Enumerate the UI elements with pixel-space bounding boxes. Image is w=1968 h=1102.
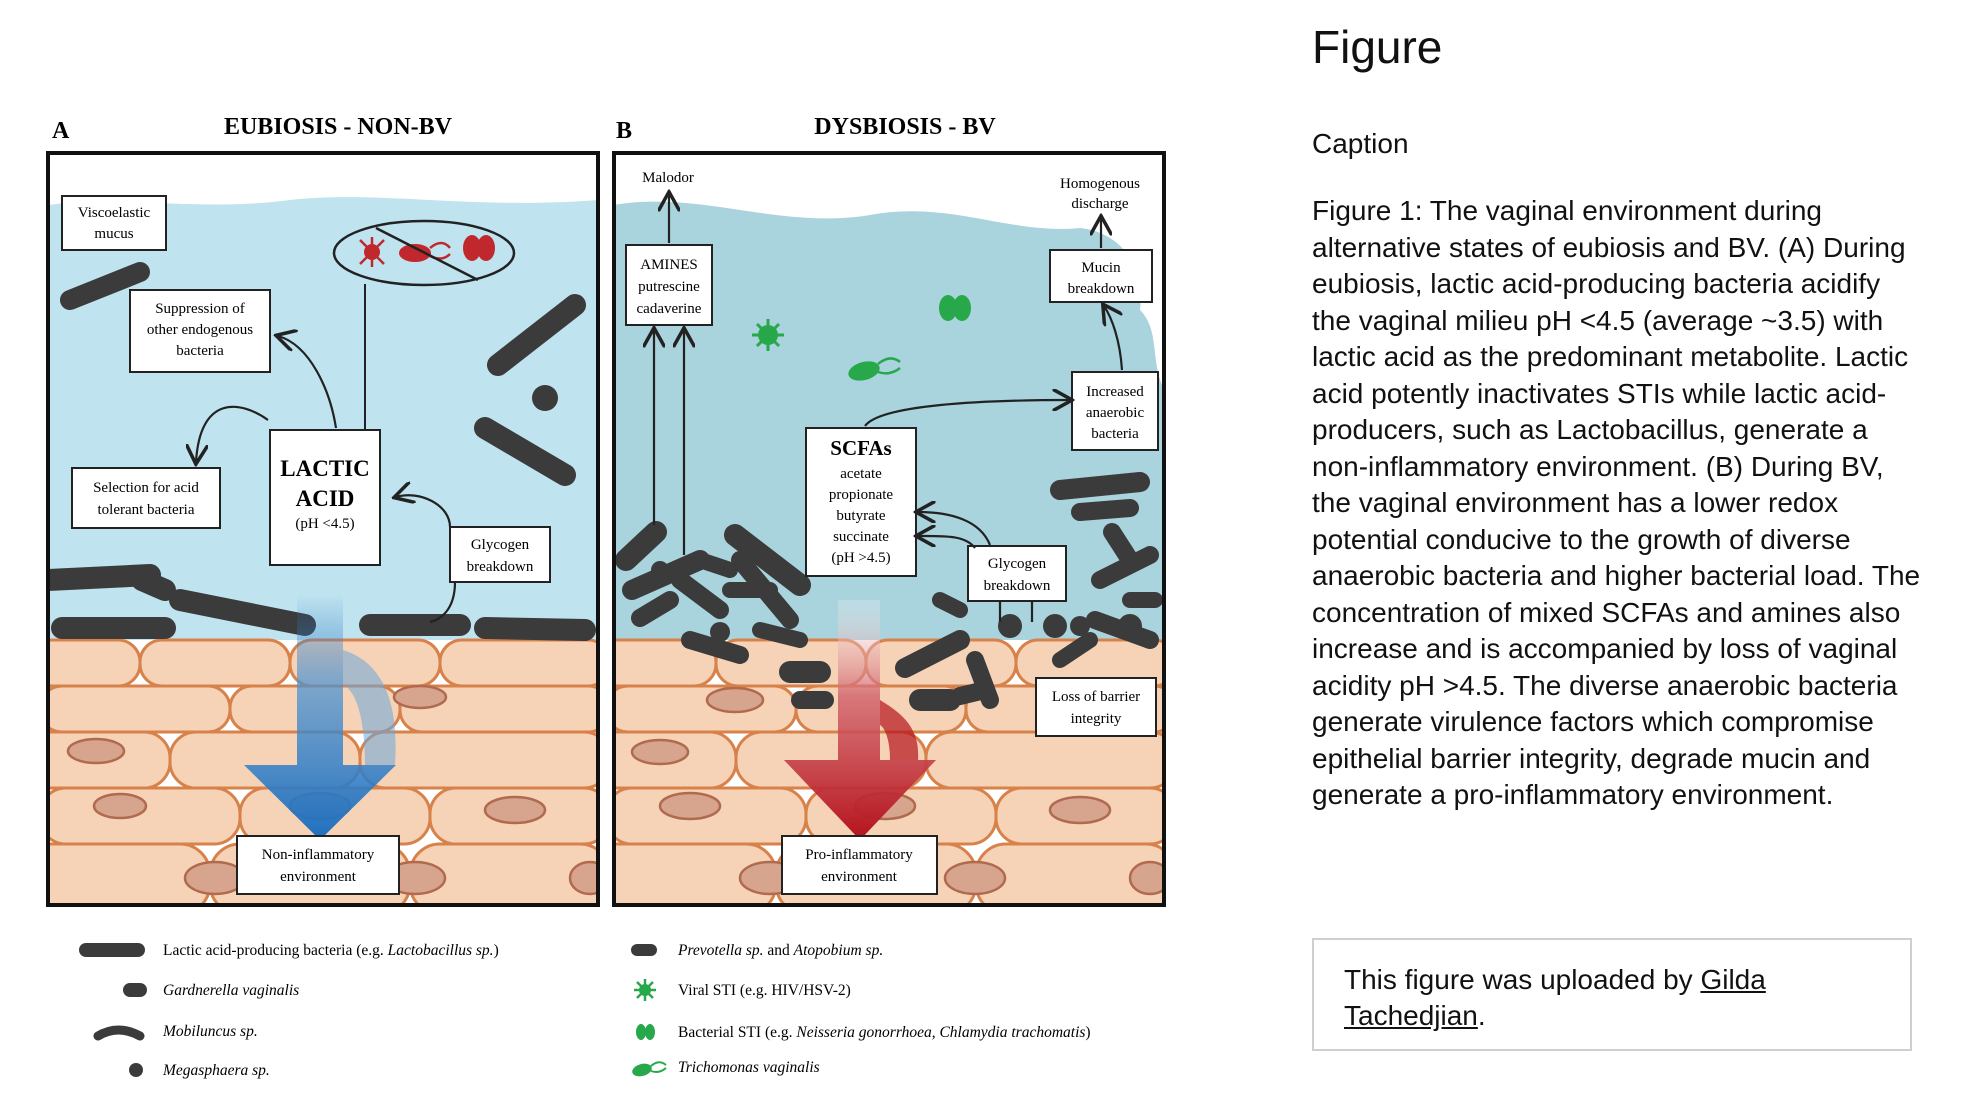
svg-text:AMINES: AMINES: [640, 257, 698, 273]
upload-prefix: This figure was uploaded by: [1344, 964, 1701, 995]
svg-text:LACTIC: LACTIC: [280, 456, 369, 481]
barrier-box: Loss of barrier integrity: [1035, 677, 1157, 737]
mucus-region-b: [614, 201, 1164, 640]
svg-text:Glycogen: Glycogen: [988, 556, 1047, 572]
svg-text:Pro-inflammatory: Pro-inflammatory: [805, 847, 913, 863]
anaerobic-box: Increased anaerobic bacteria: [1071, 371, 1159, 451]
svg-text:Lactic acid-producing bacteria: Lactic acid-producing bacteria (e.g. Lac…: [163, 942, 499, 959]
pro-inflammatory-arrow: [784, 600, 936, 840]
panel-a-title: EUBIOSIS - NON-BV: [224, 114, 453, 140]
viral-sti-icon: [359, 237, 385, 267]
svg-text:environment: environment: [821, 869, 898, 885]
svg-text:(pH <4.5): (pH <4.5): [295, 516, 354, 532]
caption-heading: Caption: [1312, 128, 1409, 159]
svg-text:Prevotella sp. and Atopobium s: Prevotella sp. and Atopobium sp.: [677, 942, 883, 959]
svg-text:Gardnerella vaginalis: Gardnerella vaginalis: [163, 982, 299, 999]
svg-text:Glycogen: Glycogen: [471, 537, 530, 553]
svg-text:Mobiluncus sp.: Mobiluncus sp.: [162, 1023, 258, 1040]
svg-text:bacteria: bacteria: [1091, 426, 1139, 442]
svg-text:Non-inflammatory: Non-inflammatory: [262, 847, 375, 863]
bacterial-sti-icon-b: [939, 295, 971, 321]
panel-a-arrows: [196, 336, 457, 624]
panel-b-frame: [612, 151, 1166, 907]
discharge-label: discharge: [1071, 196, 1129, 212]
scfas-box: SCFAs acetate propionate butyrate succin…: [805, 427, 917, 577]
selection-box: Selection for acid tolerant bacteria: [71, 467, 221, 529]
non-inflammatory-arrow: [244, 595, 396, 840]
svg-text:Selection for acid: Selection for acid: [93, 480, 199, 496]
glycogen-box-b: Glycogen breakdown: [967, 545, 1067, 602]
svg-text:environment: environment: [280, 869, 357, 885]
panel-b: B DYSBIOSIS - BV: [612, 114, 1166, 907]
figure-diagram: A EUBIOSIS - NON-BV: [46, 114, 1166, 1079]
bacterial-sti-icon: [463, 235, 495, 261]
lactobacilli-a: [48, 262, 596, 641]
amines-box: AMINES putrescine cadaverine: [625, 244, 713, 326]
svg-text:Loss of barrier: Loss of barrier: [1052, 689, 1140, 705]
svg-text:SCFAs: SCFAs: [830, 436, 891, 460]
legend-item-mobiluncus: Mobiluncus sp.: [93, 1023, 258, 1041]
legend-item-prevotella: Prevotella sp. and Atopobium sp.: [631, 942, 883, 959]
panel-b-title: DYSBIOSIS - BV: [814, 114, 996, 140]
svg-text:cadaverine: cadaverine: [637, 301, 702, 317]
inactivated-sti-group: [332, 219, 516, 430]
legend-item-trichomonas: Trichomonas vaginalis: [632, 1059, 820, 1077]
homogenous-label: Homogenous: [1060, 176, 1140, 192]
mucin-box: Mucin breakdown: [1049, 249, 1153, 303]
svg-text:Suppression of: Suppression of: [155, 301, 245, 317]
svg-text:butyrate: butyrate: [836, 508, 885, 524]
suppression-box: Suppression of other endogenous bacteria: [129, 289, 271, 373]
svg-text:anaerobic: anaerobic: [1086, 405, 1145, 421]
legend-item-gardnerella: Gardnerella vaginalis: [123, 982, 299, 999]
non-inflammatory-box: Non-inflammatory environment: [236, 835, 400, 895]
svg-text:integrity: integrity: [1071, 711, 1122, 727]
viral-sti-icon-b: [752, 319, 784, 351]
upload-suffix: .: [1477, 1000, 1486, 1031]
upload-attribution-box: This figure was uploaded by Gilda Tached…: [1312, 938, 1912, 1051]
svg-text:propionate: propionate: [829, 487, 893, 503]
svg-text:Trichomonas vaginalis: Trichomonas vaginalis: [678, 1059, 820, 1076]
sti-pathogens-b: [752, 295, 971, 381]
svg-text:Megasphaera sp.: Megasphaera sp.: [162, 1062, 270, 1079]
panel-b-letter: B: [616, 118, 632, 144]
svg-text:acetate: acetate: [840, 466, 882, 482]
glycogen-box-a: Glycogen breakdown: [449, 526, 551, 583]
panel-a: A EUBIOSIS - NON-BV: [46, 114, 600, 907]
panel-a-letter: A: [52, 118, 70, 144]
svg-text:putrescine: putrescine: [638, 279, 700, 295]
legend-item-lactic-producing: Lactic acid-producing bacteria (e.g. Lac…: [79, 942, 499, 959]
pro-inflammatory-box: Pro-inflammatory environment: [781, 835, 938, 895]
svg-text:Viral STI (e.g. HIV/HSV-2): Viral STI (e.g. HIV/HSV-2): [678, 982, 851, 999]
svg-text:Increased: Increased: [1086, 384, 1144, 400]
svg-text:tolerant bacteria: tolerant bacteria: [97, 502, 194, 518]
svg-text:(pH >4.5): (pH >4.5): [831, 550, 890, 566]
svg-text:breakdown: breakdown: [467, 559, 534, 575]
legend: Lactic acid-producing bacteria (e.g. Lac…: [79, 942, 1091, 1079]
page-title: Figure: [1312, 21, 1443, 73]
svg-text:mucus: mucus: [94, 226, 133, 242]
legend-item-viral-sti: Viral STI (e.g. HIV/HSV-2): [634, 979, 851, 1001]
svg-text:bacteria: bacteria: [176, 343, 224, 359]
svg-text:breakdown: breakdown: [984, 578, 1051, 594]
viscoelastic-mucus-box: Viscoelastic mucus: [61, 195, 167, 251]
svg-text:breakdown: breakdown: [1068, 281, 1135, 297]
svg-text:Mucin: Mucin: [1081, 260, 1121, 276]
svg-text:Bacterial STI (e.g. Neisseria: Bacterial STI (e.g. Neisseria gonorrhoea…: [678, 1024, 1091, 1041]
panel-a-frame: [46, 151, 600, 907]
svg-text:Viscoelastic: Viscoelastic: [78, 205, 151, 221]
svg-text:ACID: ACID: [296, 486, 355, 511]
trichomonas-icon-b: [848, 357, 901, 381]
svg-text:other endogenous: other endogenous: [147, 322, 253, 338]
panel-b-arrows: [654, 194, 1124, 622]
author-link[interactable]: Gilda Tachedjian: [1344, 964, 1766, 1031]
legend-item-bacterial-sti: Bacterial STI (e.g. Neisseria gonorrhoea…: [636, 1024, 1091, 1041]
caption-text: Figure 1: The vaginal environment during…: [1312, 195, 1921, 810]
legend-item-megasphaera: Megasphaera sp.: [129, 1062, 270, 1079]
anaerobic-bacteria-b: [615, 472, 1163, 711]
lactic-acid-box: LACTIC ACID (pH <4.5): [269, 429, 381, 566]
svg-text:succinate: succinate: [833, 529, 889, 545]
malodor-label: Malodor: [642, 170, 694, 186]
